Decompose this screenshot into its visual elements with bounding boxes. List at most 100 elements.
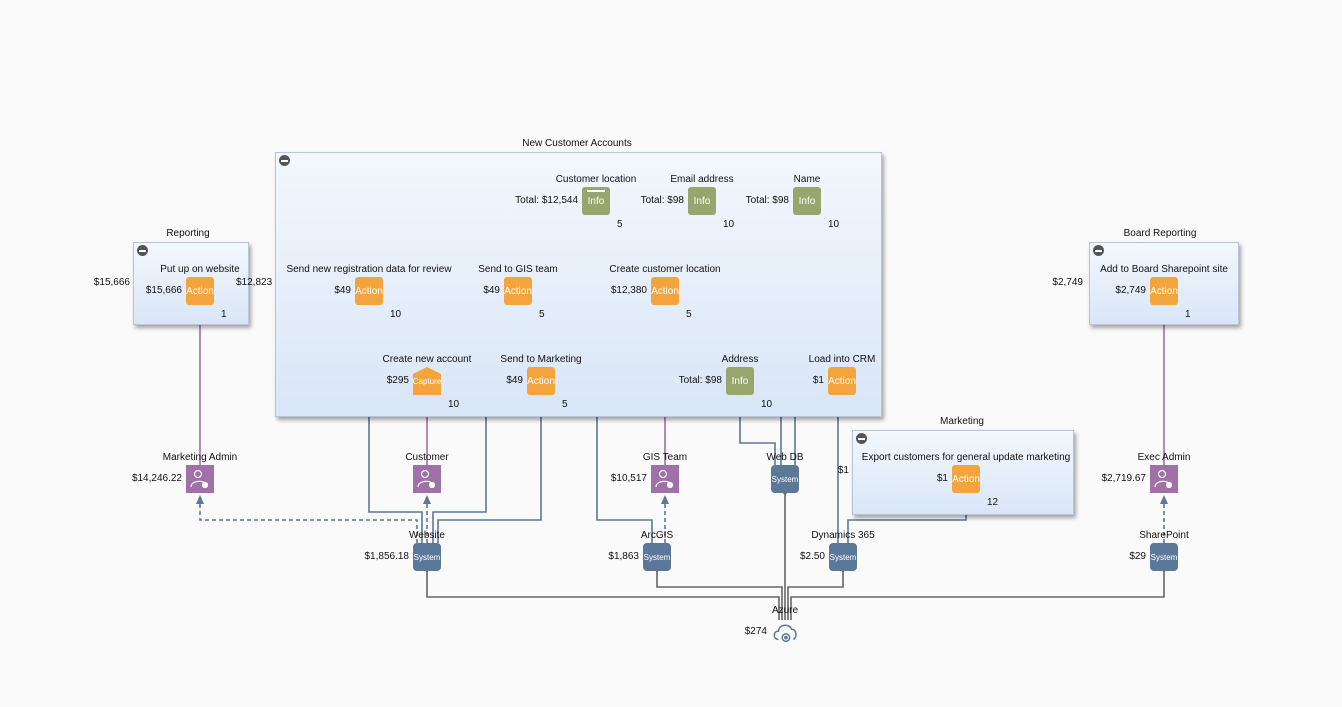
node-put-up-on-website[interactable]: Action bbox=[186, 277, 214, 305]
node-label: Marketing Admin bbox=[162, 452, 238, 463]
node-label: Web DB bbox=[766, 452, 804, 463]
node-marketing-admin[interactable] bbox=[186, 465, 214, 493]
node-value: $10,517 bbox=[610, 473, 647, 484]
info-bar-icon bbox=[587, 190, 605, 192]
group-outside-left-value: $15,666 bbox=[93, 277, 130, 288]
node-value: $49 bbox=[483, 285, 500, 296]
node-name[interactable]: Info bbox=[793, 187, 821, 215]
node-value: $15,666 bbox=[145, 285, 182, 296]
group-title: Board Reporting bbox=[1123, 228, 1197, 239]
node-count: 12 bbox=[987, 497, 999, 508]
node-create-customer-location[interactable]: Action bbox=[651, 277, 679, 305]
node-value: $12,380 bbox=[610, 285, 647, 296]
node-send-new-registration-data-for-review[interactable]: Action bbox=[355, 277, 383, 305]
node-label: Create new account bbox=[382, 354, 472, 365]
node-value: $295 bbox=[386, 375, 409, 386]
group-title: New Customer Accounts bbox=[522, 138, 632, 149]
node-label: Dynamics 365 bbox=[811, 530, 875, 541]
node-web-db[interactable]: System bbox=[771, 465, 799, 493]
node-sharepoint[interactable]: System bbox=[1150, 543, 1178, 571]
node-count: 10 bbox=[723, 219, 735, 230]
node-customer-location[interactable]: Info bbox=[582, 187, 610, 215]
node-value: $49 bbox=[506, 375, 523, 386]
node-count: 10 bbox=[448, 399, 460, 410]
node-value: $2.50 bbox=[799, 551, 825, 562]
node-value: $1,863 bbox=[608, 551, 639, 562]
node-label: Exec Admin bbox=[1137, 452, 1191, 463]
node-count: 10 bbox=[390, 309, 402, 320]
group-outside-left-value: $1 bbox=[837, 465, 849, 476]
node-value: $14,246.22 bbox=[131, 473, 182, 484]
node-address[interactable]: Info bbox=[726, 367, 754, 395]
node-value: $29 bbox=[1129, 551, 1146, 562]
collapse-icon[interactable] bbox=[279, 155, 290, 166]
node-label: Website bbox=[409, 530, 445, 541]
node-label: Send to GIS team bbox=[478, 264, 558, 275]
node-customer[interactable] bbox=[413, 465, 441, 493]
node-count: 10 bbox=[828, 219, 840, 230]
node-label: Load into CRM bbox=[808, 354, 876, 365]
node-label: Azure bbox=[771, 605, 799, 616]
node-value: $49 bbox=[334, 285, 351, 296]
node-label: Customer location bbox=[555, 174, 637, 185]
node-label: Name bbox=[793, 174, 821, 185]
node-count: 10 bbox=[761, 399, 773, 410]
user-gear-icon bbox=[1154, 469, 1173, 489]
node-label: GIS Team bbox=[642, 452, 688, 463]
node-load-into-crm[interactable]: Action bbox=[828, 367, 856, 395]
user-gear-icon bbox=[655, 469, 674, 489]
node-azure[interactable] bbox=[771, 618, 799, 646]
group-title: Marketing bbox=[940, 416, 984, 427]
group-title: Reporting bbox=[166, 228, 210, 239]
collapse-icon[interactable] bbox=[1093, 245, 1104, 256]
node-label: Put up on website bbox=[160, 264, 240, 275]
node-dynamics-365[interactable]: System bbox=[829, 543, 857, 571]
node-value: Total: $98 bbox=[640, 195, 684, 206]
cloud-gear-icon bbox=[773, 624, 797, 643]
node-label: Add to Board Sharepoint site bbox=[1100, 264, 1228, 275]
user-gear-icon bbox=[417, 469, 436, 489]
node-label: Send new registration data for review bbox=[286, 264, 452, 275]
node-count: 5 bbox=[562, 399, 568, 410]
node-send-to-gis-team[interactable]: Action bbox=[504, 277, 532, 305]
collapse-icon[interactable] bbox=[137, 245, 148, 256]
node-value: $1 bbox=[936, 473, 948, 484]
node-export-customers-for-general-update-marketing[interactable]: Action bbox=[952, 465, 980, 493]
node-label: ArcGIS bbox=[640, 530, 674, 541]
node-value: $274 bbox=[744, 626, 767, 637]
node-value: $2,749 bbox=[1115, 285, 1146, 296]
node-label: Email address bbox=[670, 174, 734, 185]
node-label: Create customer location bbox=[609, 264, 721, 275]
node-arcgis[interactable]: System bbox=[643, 543, 671, 571]
node-send-to-marketing[interactable]: Action bbox=[527, 367, 555, 395]
node-count: 5 bbox=[686, 309, 692, 320]
node-add-to-board-sharepoint-site[interactable]: Action bbox=[1150, 277, 1178, 305]
node-gis-team[interactable] bbox=[651, 465, 679, 493]
node-value: $1 bbox=[812, 375, 824, 386]
group-outside-right-value: $12,823 bbox=[236, 277, 273, 288]
node-label: Export customers for general update mark… bbox=[861, 452, 1071, 463]
node-email-address[interactable]: Info bbox=[688, 187, 716, 215]
node-label: Customer bbox=[405, 452, 449, 463]
node-website[interactable]: System bbox=[413, 543, 441, 571]
node-value: $2,719.67 bbox=[1101, 473, 1147, 484]
node-count: 1 bbox=[1185, 309, 1191, 320]
node-value: Total: $98 bbox=[678, 375, 722, 386]
collapse-icon[interactable] bbox=[856, 433, 867, 444]
node-count: 5 bbox=[617, 219, 623, 230]
node-value: $1,856.18 bbox=[364, 551, 410, 562]
hosting-lines bbox=[423, 483, 1168, 620]
node-count: 5 bbox=[539, 309, 545, 320]
node-label: Address bbox=[721, 354, 759, 365]
dashed-access-lines bbox=[196, 495, 1168, 543]
node-count: 1 bbox=[221, 309, 227, 320]
node-label: Send to Marketing bbox=[500, 354, 582, 365]
user-gear-icon bbox=[190, 469, 209, 489]
group-outside-left-value: $2,749 bbox=[1052, 277, 1083, 288]
group-board-reporting[interactable] bbox=[1089, 242, 1239, 325]
node-exec-admin[interactable] bbox=[1150, 465, 1178, 493]
node-value: Total: $98 bbox=[745, 195, 789, 206]
node-label: SharePoint bbox=[1139, 530, 1189, 541]
node-value: Total: $12,544 bbox=[515, 195, 578, 206]
